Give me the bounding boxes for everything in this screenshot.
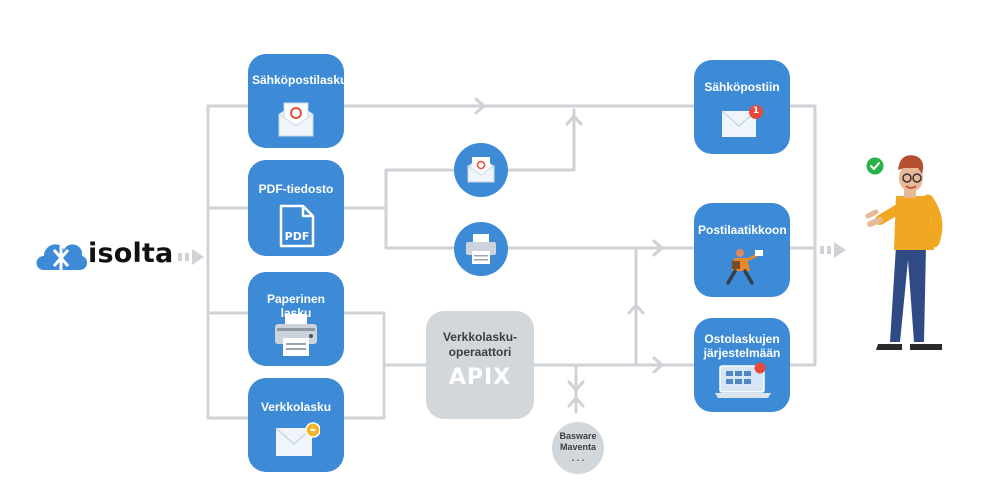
operator-label: Verkkolasku- operaattori <box>442 330 518 359</box>
pdf-icon-text: PDF <box>284 230 310 243</box>
e-invoice-icon <box>275 422 320 456</box>
input-email-invoice-label: Sähköpostilasku <box>252 73 348 87</box>
pdf-file-icon <box>279 204 315 248</box>
happy-person-illustration <box>865 155 943 350</box>
check-icon <box>866 157 884 175</box>
email-notification-icon <box>721 105 763 137</box>
input-email-invoice: Sähköpostilasku <box>248 54 348 148</box>
output-email: Sähköpostiin 1 <box>694 60 790 154</box>
partners-label: Basware Maventa . . . <box>559 431 597 463</box>
email-icon <box>278 102 314 137</box>
output-purchase-system-label: Ostolaskujen järjestelmään <box>703 332 781 360</box>
email-channel-circle <box>454 143 508 197</box>
input-e-invoice-label: Verkkolasku <box>260 400 332 414</box>
operator-box: Verkkolasku- operaattori APIX <box>426 311 534 419</box>
output-email-label: Sähköpostiin <box>704 80 780 94</box>
input-pdf-file-label: PDF-tiedosto <box>258 182 334 196</box>
input-paper-invoice: Paperinen lasku <box>248 272 344 366</box>
printer-icon <box>466 234 496 264</box>
apix-logo: APIX <box>448 365 512 390</box>
isolta-logo-icon <box>36 244 88 270</box>
output-purchase-system: Ostolaskujen järjestelmään <box>694 318 790 412</box>
output-postbox: Postilaatikkoon <box>694 203 790 297</box>
partners-circle: Basware Maventa . . . <box>552 422 604 474</box>
email-icon <box>467 157 495 183</box>
notification-badge: 1 <box>752 106 760 116</box>
laptop-icon <box>715 362 771 398</box>
print-channel-circle <box>454 222 508 276</box>
printer-icon <box>275 314 317 356</box>
output-postbox-label: Postilaatikkoon <box>698 223 787 237</box>
logo-text: isolta <box>88 238 174 269</box>
mail-courier-icon <box>726 249 763 285</box>
input-pdf-file: PDF-tiedosto PDF <box>248 160 344 256</box>
input-e-invoice: Verkkolasku <box>248 378 344 472</box>
